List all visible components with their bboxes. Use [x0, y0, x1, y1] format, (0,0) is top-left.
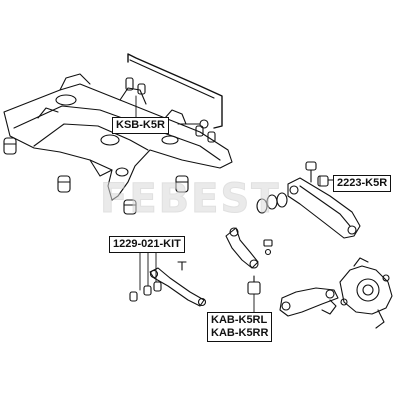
rear-subframe — [3, 73, 233, 215]
callout-bushing: KAB-K5RL KAB-K5RR — [207, 312, 273, 342]
callout-stabilizer-link: KSB-K5R — [112, 117, 169, 134]
leader-lines — [135, 95, 321, 313]
callout-trailing-arm: 2223-K5R — [333, 175, 392, 192]
lower-link — [129, 261, 207, 307]
brand-watermark: FEBEST — [100, 176, 281, 223]
callout-bushing-right-label: KAB-K5RR — [211, 327, 269, 339]
callout-trailing-arm-label: 2223-K5R — [337, 177, 388, 189]
trailing-arm — [287, 161, 361, 239]
lower-control-arm — [247, 275, 339, 317]
callout-lower-link-kit: 1229-021-KIT — [109, 236, 185, 253]
center-bushings — [256, 192, 288, 214]
upper-link — [225, 227, 273, 269]
callout-stabilizer-link-label: KSB-K5R — [116, 119, 165, 131]
knuckle-hub — [321, 257, 393, 329]
callout-lower-link-kit-label: 1229-021-KIT — [113, 238, 181, 250]
callout-bushing-left-label: KAB-K5RL — [211, 314, 268, 326]
